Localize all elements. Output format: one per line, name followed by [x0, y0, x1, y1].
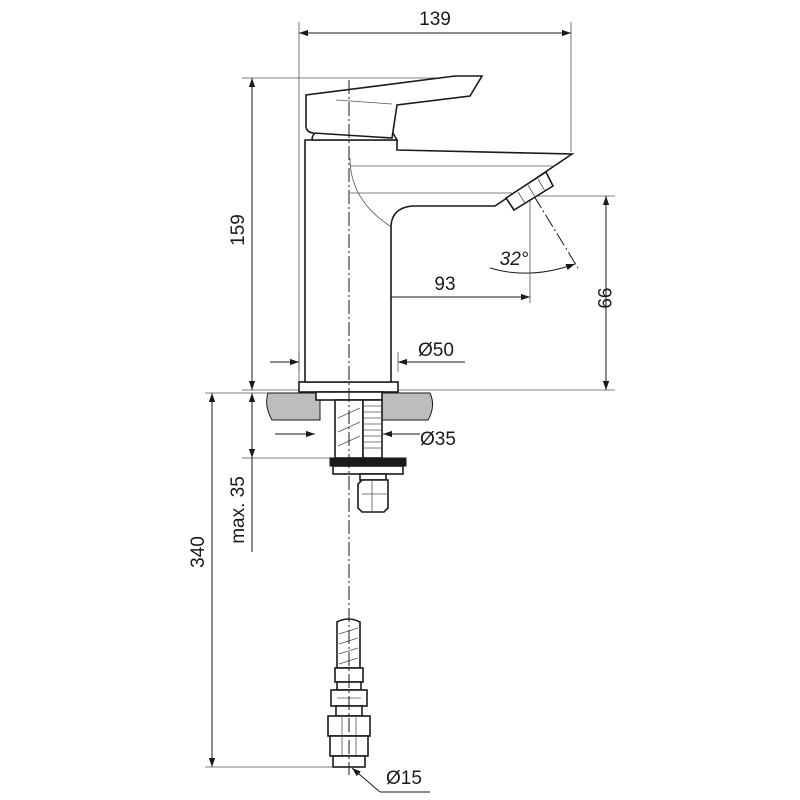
dim-height-label: 159: [228, 214, 249, 246]
dimension-hole-diameter: Ø35: [275, 429, 456, 450]
dim-max-thickness-label: max. 35: [228, 476, 249, 544]
dimension-angle: 32°: [489, 195, 579, 274]
dimension-max-thickness: max. 35: [228, 393, 256, 552]
dim-angle-label: 32°: [500, 249, 529, 270]
dimension-hose-length: 340: [188, 393, 216, 767]
extension-lines: [205, 22, 615, 768]
dim-spout-height-label: 99: [593, 287, 614, 308]
dim-width-label: 139: [419, 9, 451, 30]
dimension-spout-height: 99: [593, 196, 614, 390]
dimension-base-diameter: Ø50: [270, 340, 465, 372]
dim-spout-reach-label: 93: [434, 274, 455, 295]
dim-hole-diameter-label: Ø35: [420, 429, 456, 450]
countertop: [266, 392, 434, 421]
dimension-height: 159: [228, 78, 256, 390]
dim-base-diameter-label: Ø50: [418, 340, 454, 361]
tap-body: [298, 75, 575, 393]
dimension-width: 139: [299, 9, 571, 37]
dim-hose-length-label: 340: [188, 536, 209, 568]
hose-connector-upper: [357, 479, 389, 513]
fixing-nut: [329, 457, 407, 481]
dimension-connection-diameter: Ø15: [351, 767, 430, 793]
aerator: [504, 170, 555, 212]
dim-connection-diameter-label: Ø15: [386, 768, 422, 789]
